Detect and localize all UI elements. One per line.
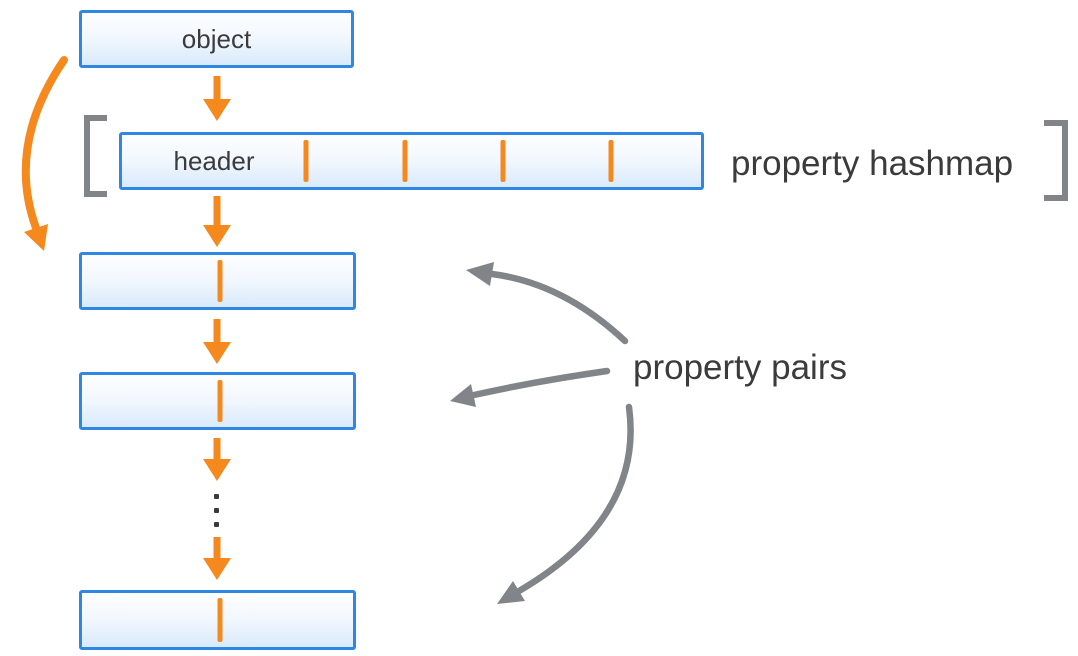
gray-arrow-to-pair3 [497, 403, 634, 604]
object-box: object [79, 10, 354, 68]
property-pairs-label: property pairs [633, 348, 847, 387]
pair-divider [217, 380, 223, 422]
property-hashmap-label: property hashmap [731, 144, 1014, 183]
ellipsis-dots [214, 494, 219, 527]
header-label: header [173, 146, 255, 176]
arrow-pair2-to-ellipsis [203, 438, 231, 481]
arrow-header-to-pair1 [203, 196, 231, 247]
left-bracket [84, 115, 107, 197]
hashmap-header-cell: header [122, 135, 306, 187]
arrow-ellipsis-to-pair3 [203, 537, 231, 580]
hashmap-header-box: header [119, 132, 704, 190]
arrow-object-to-pair1-curved [21, 56, 68, 251]
pair-divider [217, 260, 223, 302]
object-label: object [181, 24, 252, 54]
gray-arrow-to-pair2 [450, 367, 611, 407]
property-pair-box-2 [79, 372, 356, 430]
hashmap-slot-divider [402, 140, 408, 182]
property-pair-box-3 [79, 590, 356, 650]
pair-divider [217, 598, 223, 642]
hashmap-slot-divider [500, 140, 506, 182]
hashmap-slot-divider [608, 140, 614, 182]
gray-arrow-to-pair1 [466, 262, 629, 345]
hashmap-slot-divider [303, 140, 309, 182]
arrow-object-to-header [203, 76, 231, 121]
property-pair-box-1 [79, 252, 356, 310]
arrow-pair1-to-pair2 [203, 319, 231, 364]
right-bracket [1044, 120, 1068, 201]
